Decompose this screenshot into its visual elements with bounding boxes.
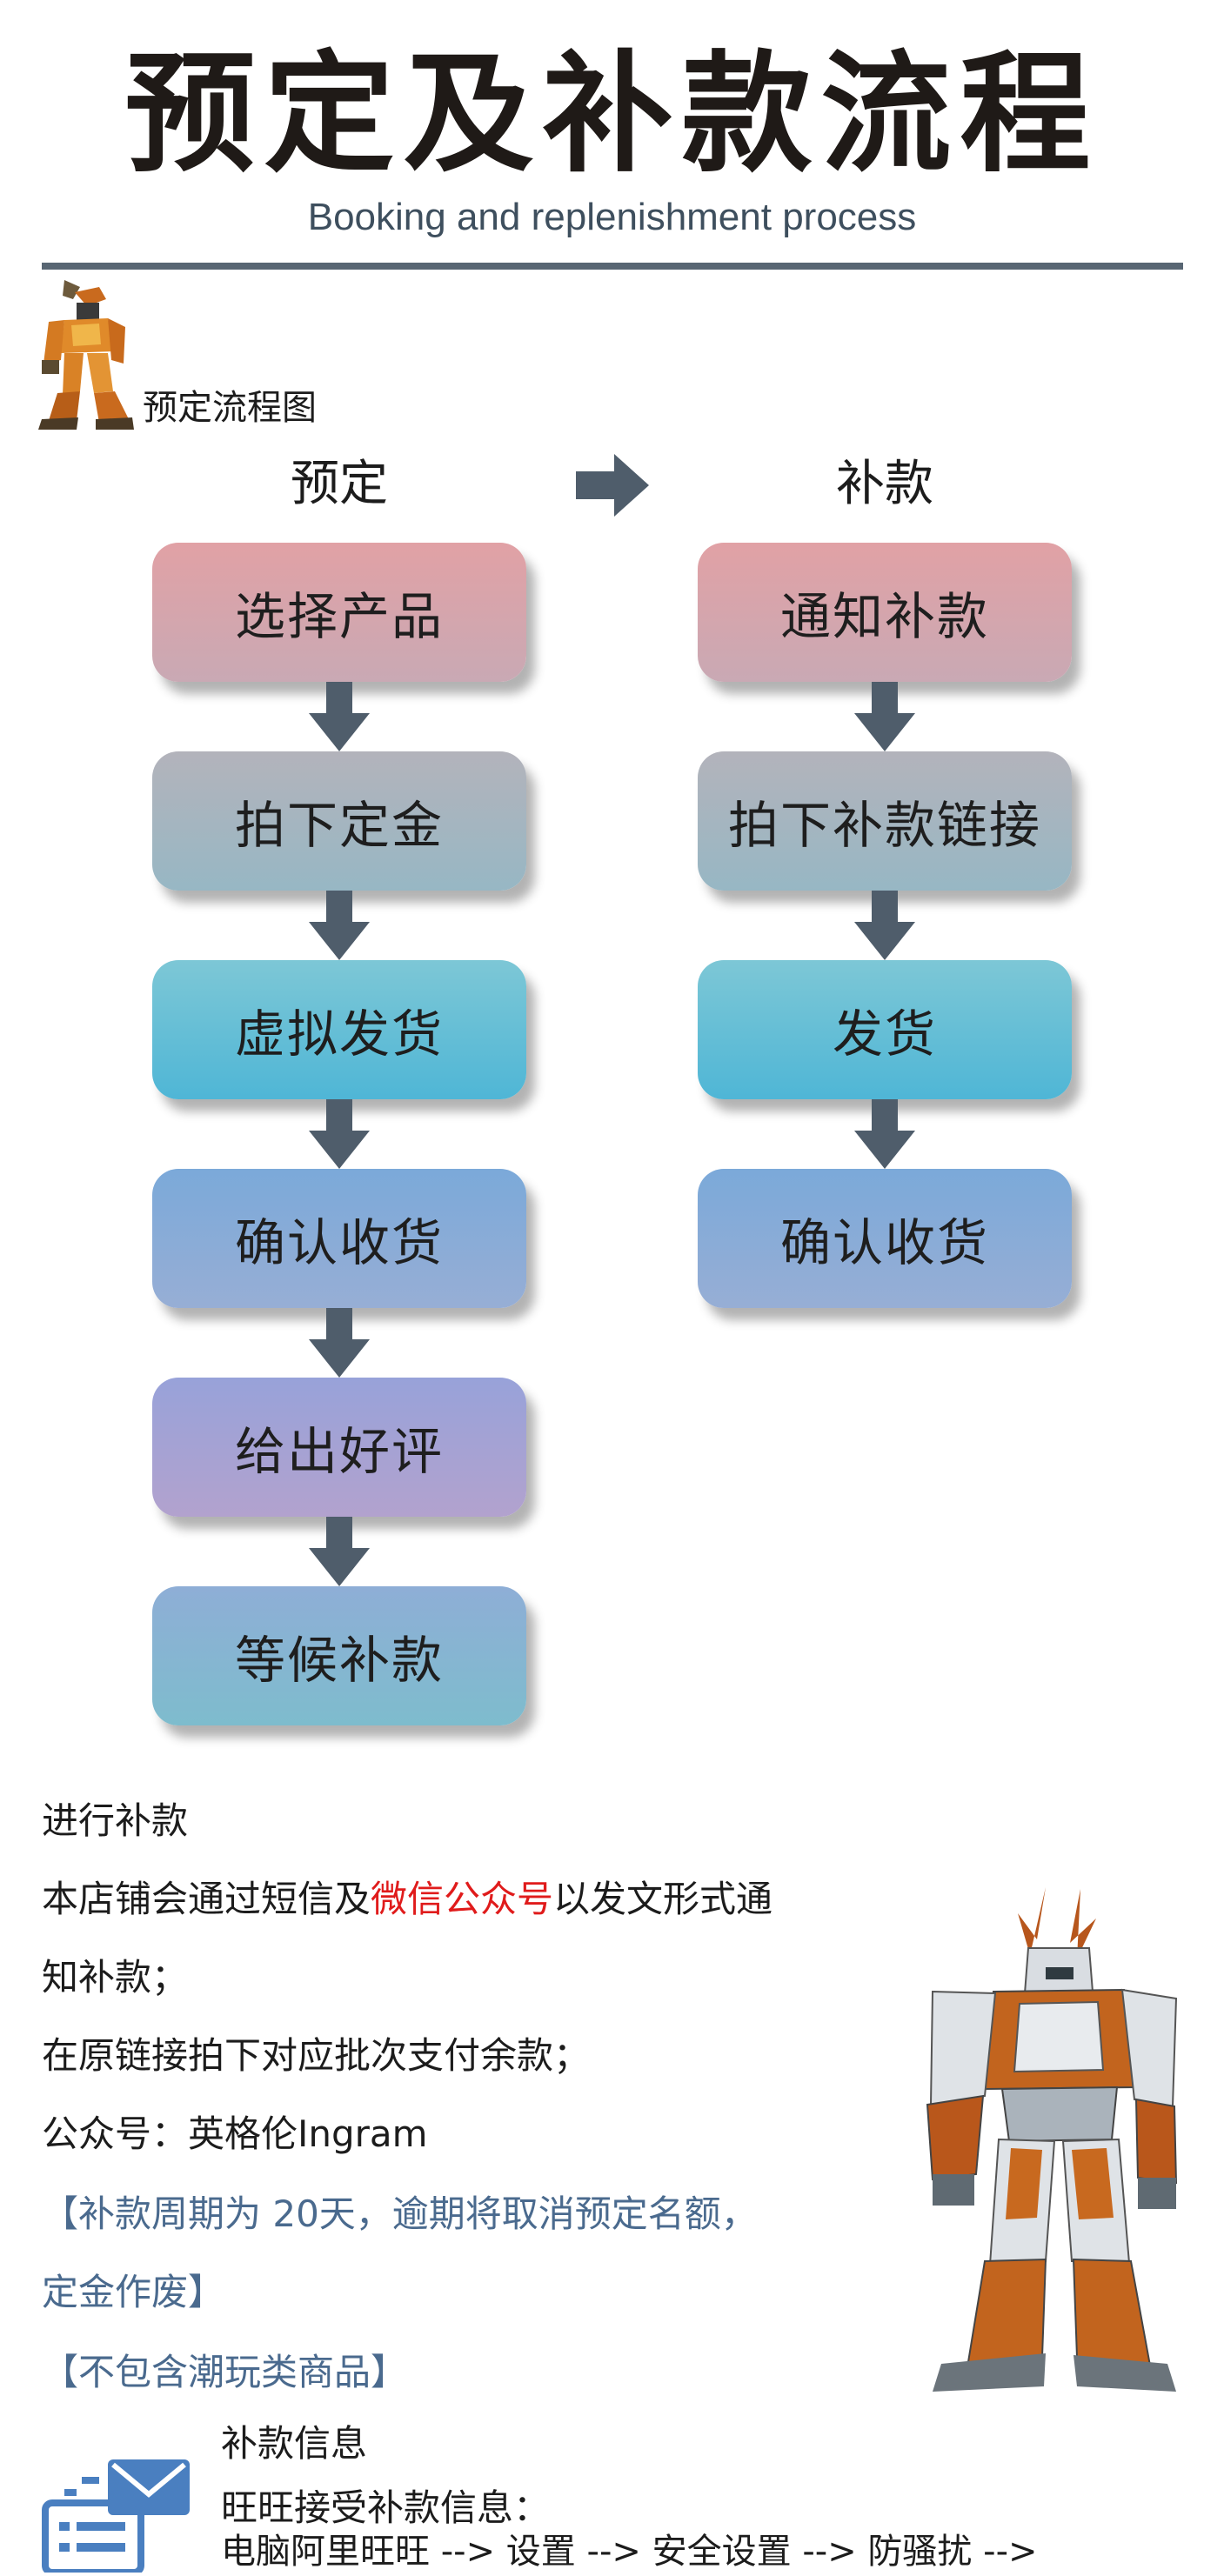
down-arrow-icon bbox=[309, 1308, 370, 1378]
step-pay-balance-link: 拍下补款链接 bbox=[698, 751, 1072, 891]
down-arrow-icon bbox=[309, 682, 370, 751]
step-wait-payment: 等候补款 bbox=[152, 1586, 526, 1725]
payment-line-2: 知补款； bbox=[42, 1956, 189, 1999]
step-pay-deposit: 拍下定金 bbox=[152, 751, 526, 891]
info-line-2: 电脑阿里旺旺 --> 设置 --> 安全设置 --> 防骚扰 --> bbox=[221, 2532, 1038, 2572]
robot-figure-icon bbox=[926, 1887, 1178, 2392]
payment-period-note: 【补款周期为 20天，逾期将取消预定名额， bbox=[42, 2192, 758, 2235]
page-subtitle: Booking and replenishment process bbox=[307, 196, 917, 238]
payment-line-3: 在原链接拍下对应批次支付余款； bbox=[42, 2034, 591, 2077]
step-ship: 发货 bbox=[698, 960, 1072, 1099]
robot-figure-icon bbox=[38, 280, 134, 430]
payment-steps: 通知补款 拍下补款链接 发货 确认收货 bbox=[698, 543, 1072, 1325]
step-confirm-receipt-final: 确认收货 bbox=[698, 1169, 1072, 1308]
step-virtual-shipping: 虚拟发货 bbox=[152, 960, 526, 1099]
excluded-goods-note: 【不包含潮玩类商品】 bbox=[42, 2351, 408, 2393]
right-arrow-icon bbox=[576, 454, 649, 517]
down-arrow-icon bbox=[854, 682, 915, 751]
down-arrow-icon bbox=[854, 1099, 915, 1169]
payment-column-heading: 补款 bbox=[836, 456, 933, 512]
booking-column-heading: 预定 bbox=[291, 456, 388, 512]
flow-section-label: 预定流程图 bbox=[143, 388, 317, 428]
step-notify-payment: 通知补款 bbox=[698, 543, 1072, 682]
booking-steps: 选择产品 拍下定金 虚拟发货 确认收货 给出好评 等候补款 bbox=[152, 543, 526, 1743]
page-title: 预定及补款流程 bbox=[124, 39, 1100, 190]
wechat-official-account-highlight: 微信公众号 bbox=[371, 1878, 554, 1920]
header-divider bbox=[42, 263, 1183, 270]
down-arrow-icon bbox=[309, 1099, 370, 1169]
envelope-list-icon bbox=[42, 2459, 190, 2573]
info-line-1: 旺旺接受补款信息： bbox=[221, 2486, 551, 2529]
deposit-void-note: 定金作废】 bbox=[42, 2271, 225, 2313]
official-account-line: 公众号：英格伦Ingram bbox=[42, 2112, 428, 2155]
payment-line-1-start: 本店铺会通过短信及 bbox=[42, 1878, 371, 1920]
payment-line-1: 本店铺会通过短信及微信公众号以发文形式通 bbox=[42, 1875, 773, 1924]
payment-line-1-end: 以发文形式通 bbox=[553, 1878, 773, 1920]
down-arrow-icon bbox=[309, 891, 370, 960]
info-heading: 补款信息 bbox=[221, 2422, 368, 2465]
down-arrow-icon bbox=[309, 1517, 370, 1586]
step-confirm-receipt: 确认收货 bbox=[152, 1169, 526, 1308]
down-arrow-icon bbox=[854, 891, 915, 960]
payment-heading: 进行补款 bbox=[42, 1799, 189, 1842]
step-give-review: 给出好评 bbox=[152, 1378, 526, 1517]
step-select-product: 选择产品 bbox=[152, 543, 526, 682]
